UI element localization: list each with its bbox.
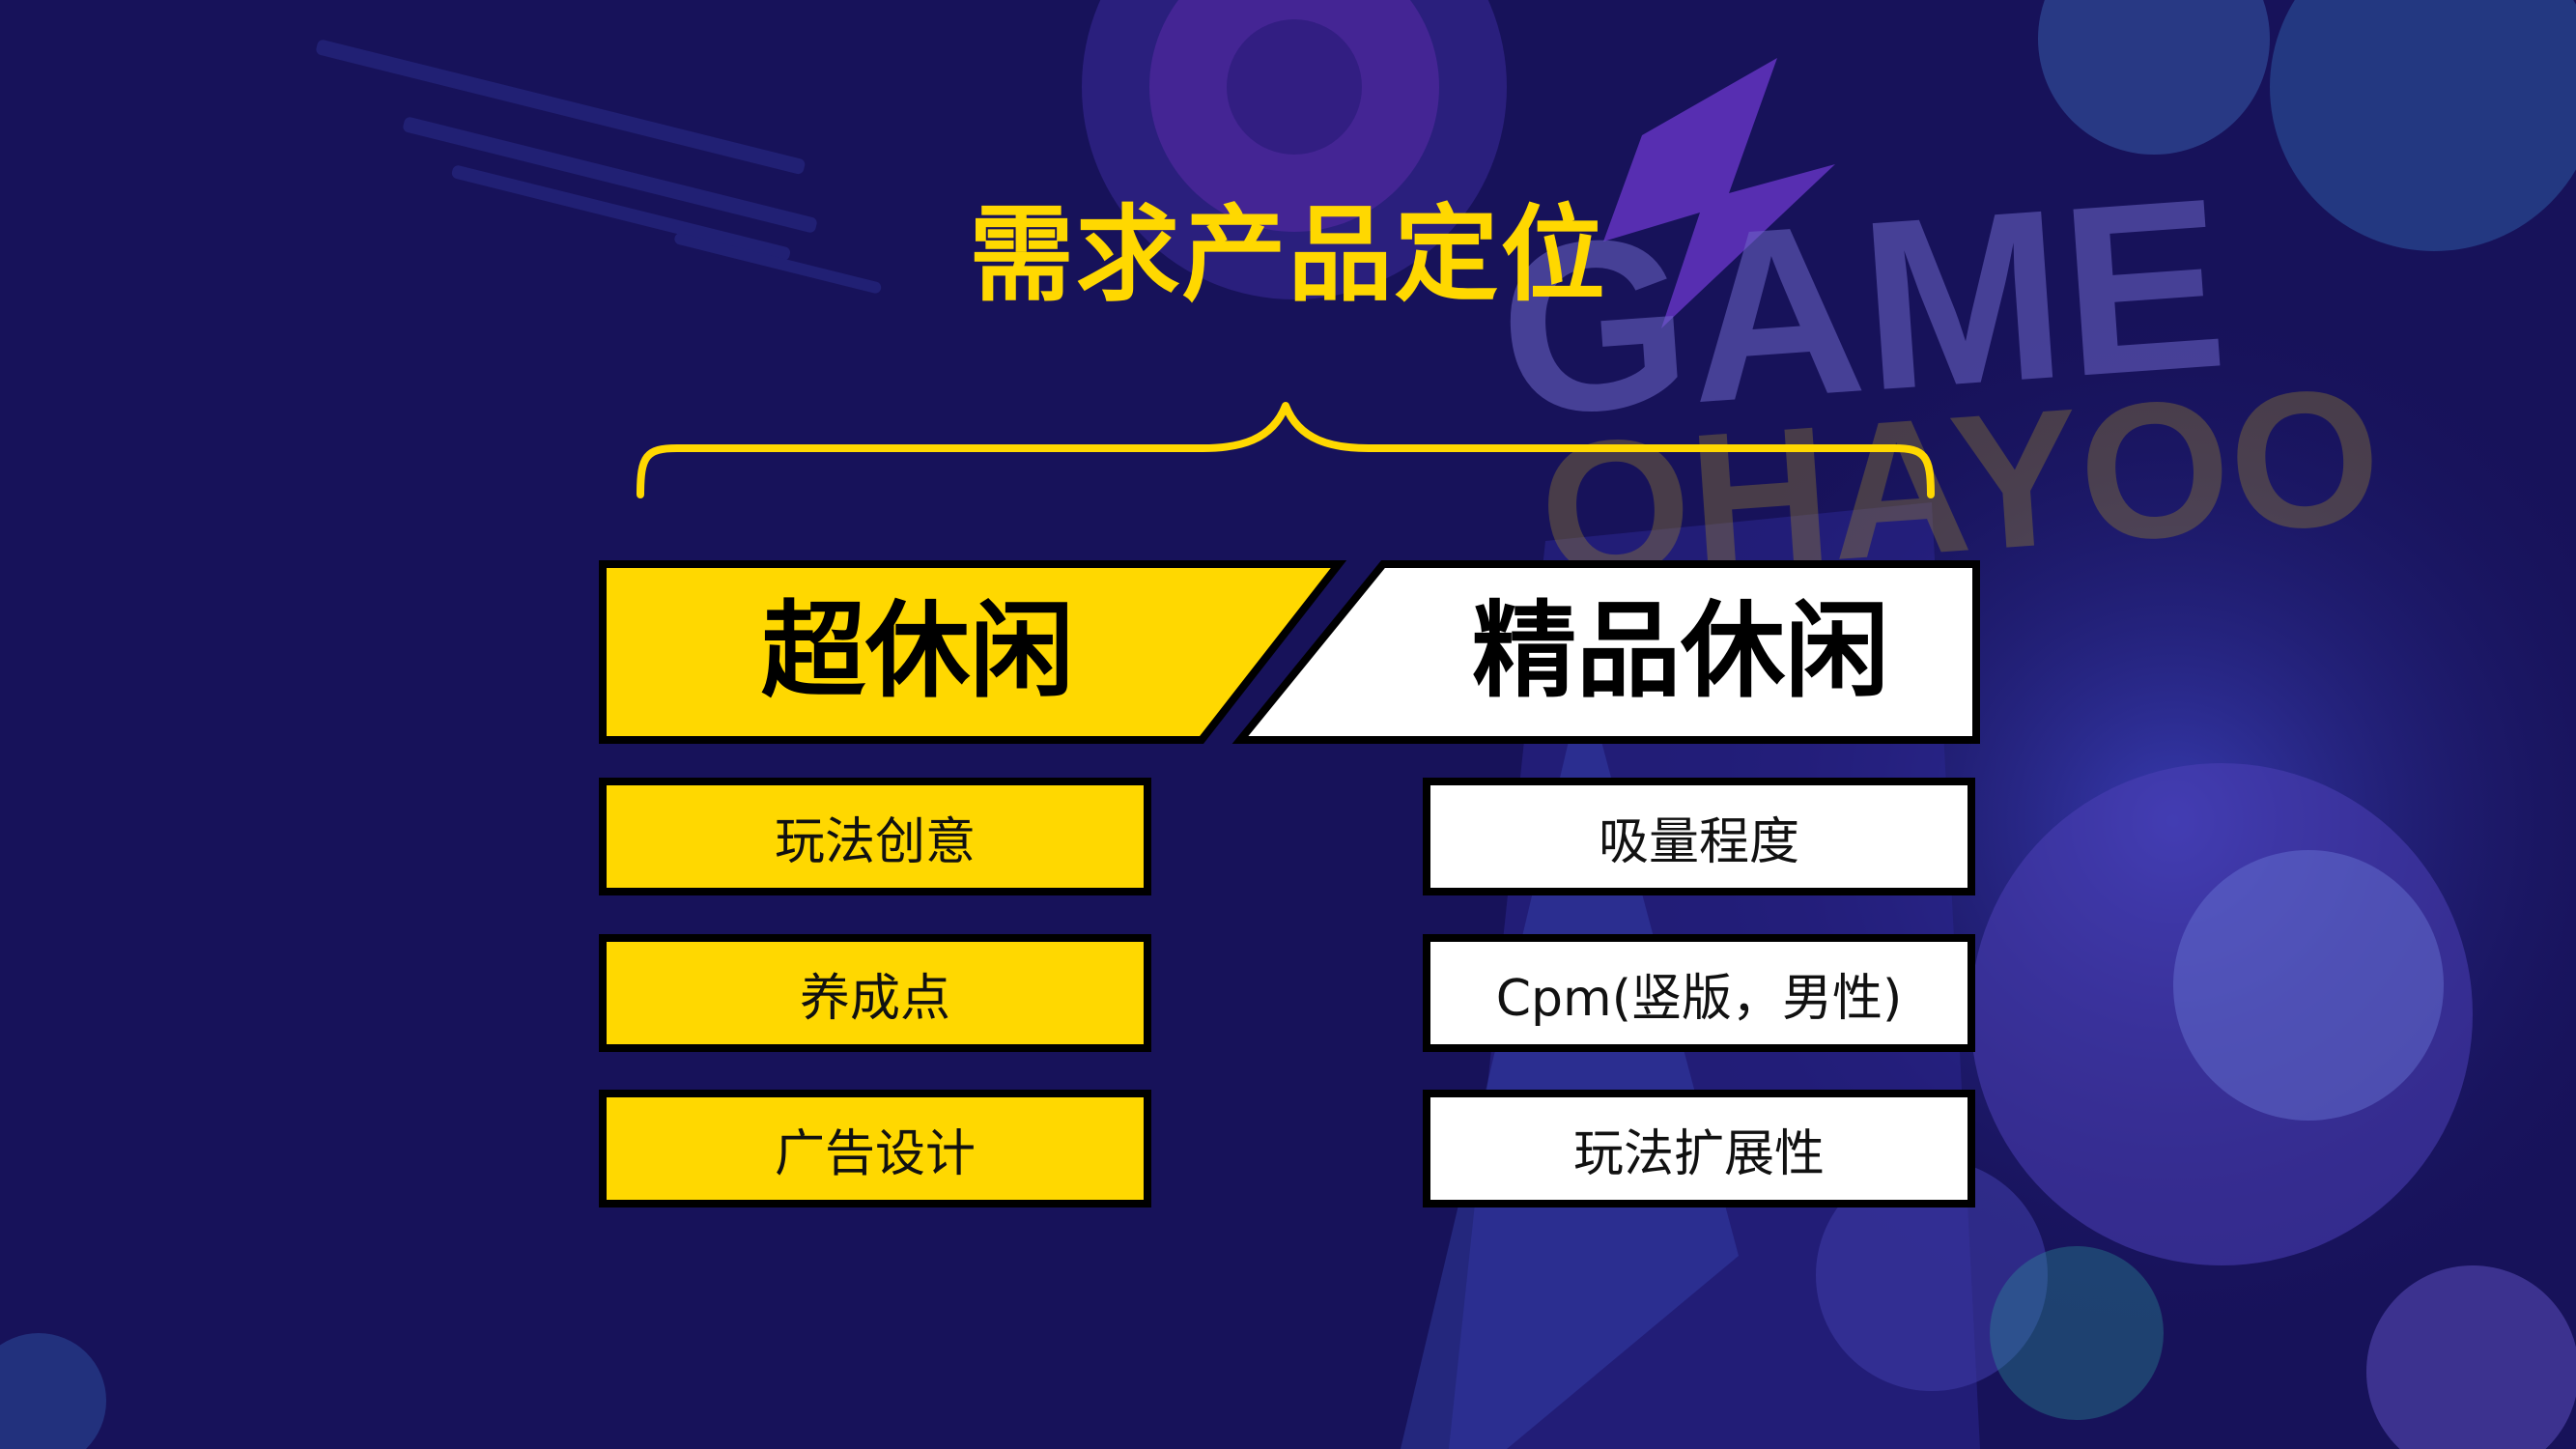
left-item-3: 广告设计: [599, 1090, 1151, 1208]
category-hypercasual: 超休闲: [760, 591, 1074, 712]
left-item-2: 养成点: [599, 934, 1151, 1052]
svg-text:GAME: GAME: [1491, 147, 2233, 467]
category-premium-casual: 精品休闲: [1471, 591, 1889, 712]
page-title: 需求产品定位: [969, 195, 1607, 316]
curly-brace-divider: [637, 402, 1935, 498]
right-item-1: 吸量程度: [1423, 778, 1975, 895]
right-item-3: 玩法扩展性: [1423, 1090, 1975, 1208]
left-item-1: 玩法创意: [599, 778, 1151, 895]
right-item-2: Cpm(竖版，男性): [1423, 934, 1975, 1052]
category-header-shapes: [599, 560, 1980, 744]
